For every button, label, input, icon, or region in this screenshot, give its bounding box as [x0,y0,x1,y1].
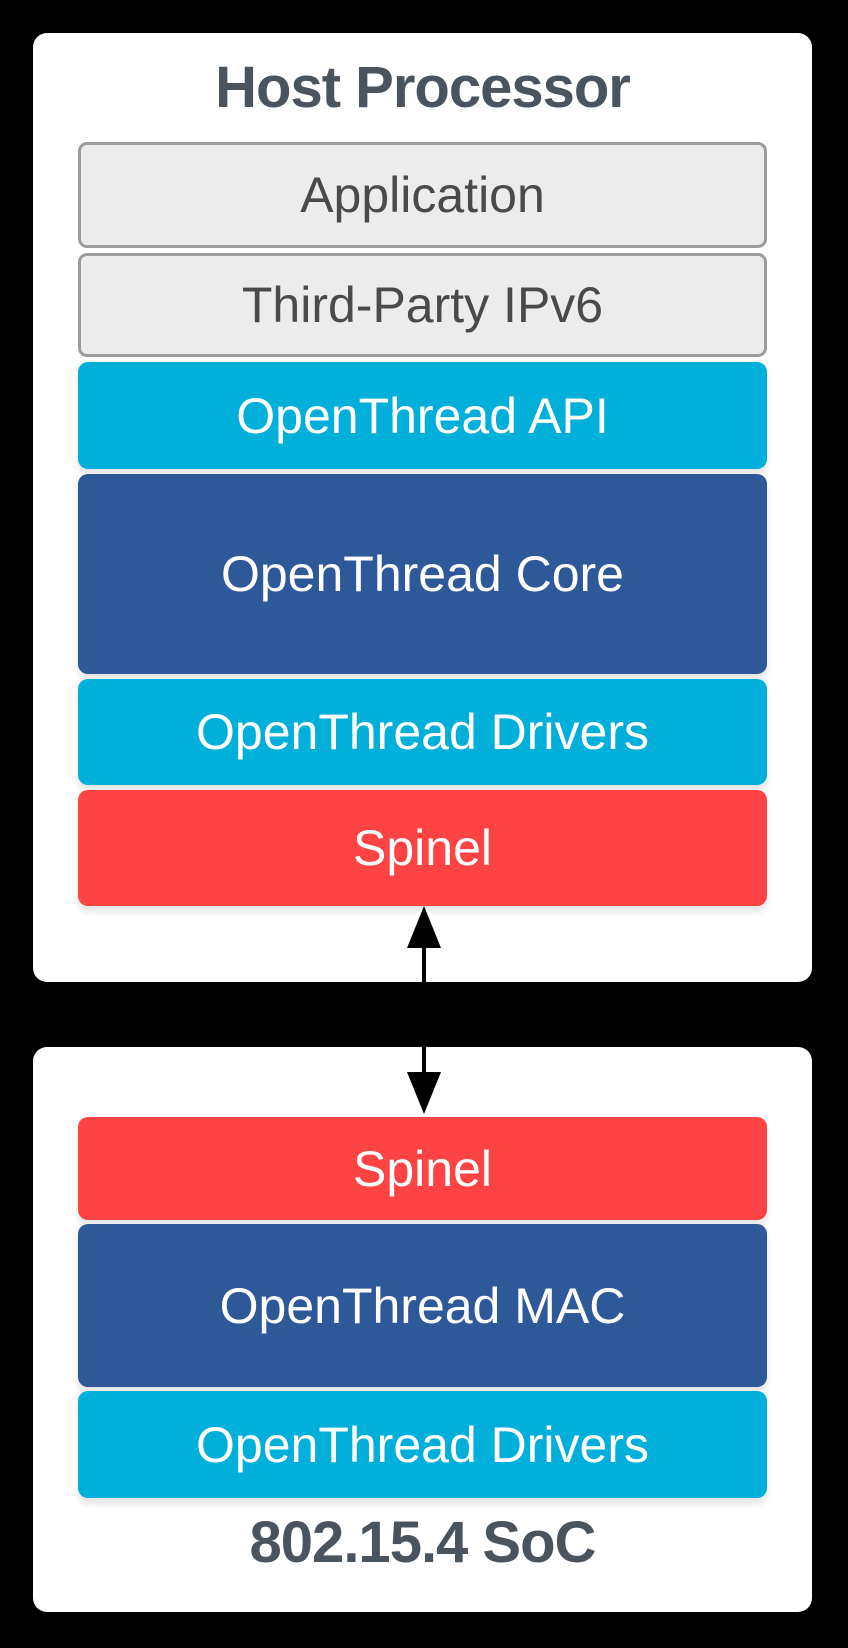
layer-openthread-api: OpenThread API [78,362,767,469]
layer-spinel-soc: Spinel [78,1117,767,1220]
host-layer-stack: Application Third-Party IPv6 OpenThread … [33,142,812,906]
layer-openthread-drivers-host: OpenThread Drivers [78,679,767,785]
layer-application: Application [78,142,767,248]
layer-label: Spinel [353,820,492,876]
layer-openthread-drivers-soc: OpenThread Drivers [78,1391,767,1498]
layer-openthread-mac: OpenThread MAC [78,1224,767,1387]
host-card-title: Host Processor [215,55,631,120]
soc-card-title: 802.15.4 SoC [249,1510,597,1575]
layer-label: Third-Party IPv6 [241,277,604,333]
layer-label: OpenThread Drivers [196,704,649,760]
host-processor-card: Host Processor Application Third-Party I… [33,33,812,982]
layer-label: OpenThread Drivers [196,1416,649,1473]
layer-spinel-host: Spinel [78,790,767,906]
layer-label: OpenThread API [236,387,609,444]
layer-label: OpenThread Core [220,546,624,602]
layer-third-party-ipv6: Third-Party IPv6 [78,253,767,357]
soc-layer-stack: Spinel OpenThread MAC OpenThread Drivers [33,1047,812,1498]
layer-openthread-core: OpenThread Core [78,474,767,674]
soc-card: Spinel OpenThread MAC OpenThread Drivers… [33,1047,812,1612]
layer-label: Application [300,167,545,223]
layer-label: Spinel [353,1140,492,1197]
layer-label: OpenThread MAC [219,1277,626,1334]
